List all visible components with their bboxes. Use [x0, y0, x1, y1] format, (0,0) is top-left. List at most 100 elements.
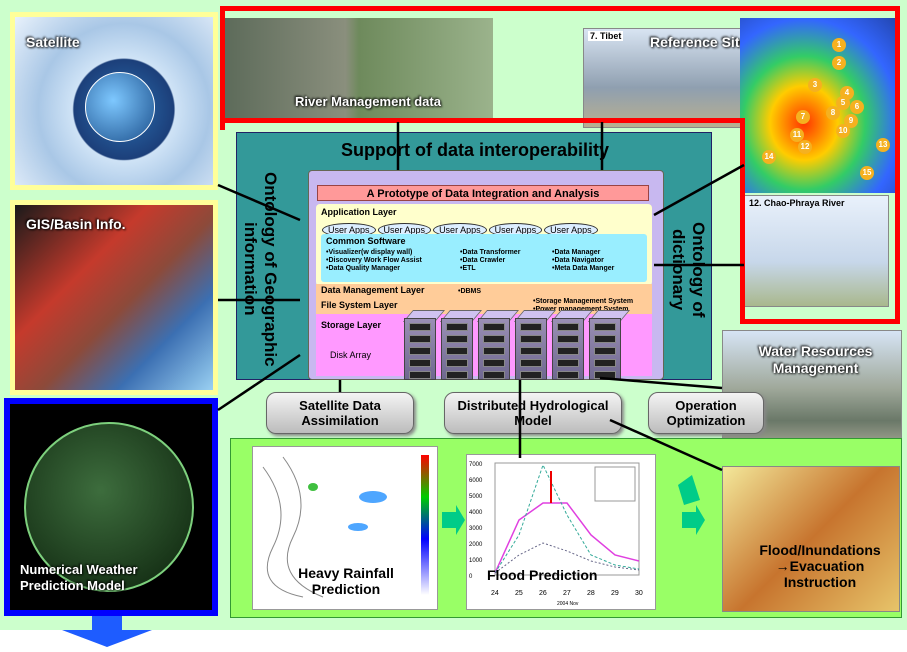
x-tick: 25: [515, 590, 523, 597]
satellite-image: [15, 17, 213, 185]
disk-unit-5: [589, 318, 621, 380]
hydrological-model-button[interactable]: Distributed Hydrological Model: [444, 392, 622, 434]
map-marker-13: 13: [876, 138, 890, 152]
software-col-3: •Data Manager•Data Navigator•Meta Data M…: [552, 249, 614, 273]
sw_col3-item-0: •Data Manager: [552, 249, 601, 256]
data-management-layer: [316, 284, 652, 298]
y-tick: 0: [469, 574, 473, 580]
map-marker-3: 3: [808, 78, 822, 92]
fs-items: •Storage Management System•Power managem…: [533, 298, 633, 314]
map-marker-12: 12: [798, 140, 812, 154]
software-col-1: •Visualizer(w display wall)•Discovery Wo…: [326, 249, 422, 273]
down-arrow-icon: [62, 616, 152, 647]
fs_items-item-1: •Power management System: [533, 306, 633, 314]
disk-unit-2: [478, 318, 510, 380]
tibet-photo: 7. Tibet: [583, 28, 743, 128]
common-software-box: [321, 234, 647, 282]
map-marker-7: 7: [796, 110, 810, 124]
x-tick: 30: [635, 590, 643, 597]
y-tick: 2000: [469, 542, 483, 548]
dm-layer-label: Data Management Layer: [321, 285, 425, 295]
prototype-title: A Prototype of Data Integration and Anal…: [317, 185, 649, 201]
gis-label: GIS/Basin Info.: [26, 216, 126, 232]
series-line: [494, 502, 640, 574]
sw_col2-item-2: •ETL: [460, 265, 476, 272]
x-caption: 2004 Nov: [557, 601, 579, 607]
nwp-panel: Numerical Weather Prediction Model: [4, 398, 218, 616]
rainfall-contours: [262, 455, 429, 598]
y-tick: 7000: [469, 462, 483, 468]
sw_col1-item-0: •Visualizer(w display wall): [326, 249, 413, 256]
flood-inund-label: Flood/Inundations →Evacuation Instructio…: [759, 542, 881, 590]
disk-unit-0: [404, 318, 436, 380]
map-marker-11: 11: [790, 128, 804, 142]
river-label: River Management data: [295, 94, 441, 109]
earth-globe: [85, 72, 155, 142]
support-title: Support of data interoperability: [340, 140, 609, 160]
user-apps-3[interactable]: User Apps: [488, 223, 543, 237]
sw_col1-item-2: •Data Quality Manager: [326, 265, 401, 272]
x-tick: 29: [611, 590, 619, 597]
nwp-label: Numerical Weather Prediction Model: [20, 562, 138, 593]
map-marker-9: 9: [844, 114, 858, 128]
dbms-label: •DBMS: [458, 288, 482, 295]
map-marker-6: 6: [850, 100, 864, 114]
map-marker-2: 2: [832, 56, 846, 70]
sw_col1-item-1: •Discovery Work Flow Assist: [326, 257, 422, 264]
software-col-2: •Data Transformer•Data Crawler•ETL: [460, 249, 520, 273]
plot-frame: [494, 462, 640, 576]
disk-unit-3: [515, 318, 547, 380]
map-marker-14: 14: [762, 150, 776, 164]
ontology-geographic: Ontology of Geographic information: [241, 171, 280, 367]
common-software-label: Common Software: [326, 236, 406, 246]
map-marker-1: 1: [832, 38, 846, 52]
map-marker-5: 5: [836, 96, 850, 110]
series-line: [494, 542, 640, 574]
application-layer-label: Application Layer: [321, 207, 397, 217]
fs-layer-label: File System Layer: [321, 300, 398, 310]
chao-label: 12. Chao-Phraya River: [749, 198, 845, 208]
y-tick: 3000: [469, 526, 483, 532]
operation-optimization-button[interactable]: Operation Optimization: [648, 392, 764, 434]
red-frame-left-inner: [740, 118, 745, 324]
map-marker-8: 8: [826, 106, 840, 120]
fs_items-item-0: •Storage Management System: [533, 298, 634, 305]
flood-map: Flood/Inundations →Evacuation Instructio…: [722, 466, 900, 612]
sw_col2-item-1: •Data Crawler: [460, 257, 506, 264]
gis-panel: GIS/Basin Info.: [10, 200, 218, 395]
sw_col3-item-2: •Meta Data Manger: [552, 265, 615, 272]
y-tick: 6000: [469, 478, 483, 484]
red-frame-top: [220, 6, 900, 130]
x-tick: 28: [587, 590, 595, 597]
y-tick: 4000: [469, 510, 483, 516]
storage-layer-label: Storage Layer: [321, 320, 382, 330]
x-tick: 24: [491, 590, 499, 597]
disk-unit-4: [552, 318, 584, 380]
map-marker-10: 10: [836, 124, 850, 138]
chart-legend-box: [594, 466, 636, 502]
tibet-label: 7. Tibet: [588, 31, 624, 41]
map-marker-15: 15: [860, 166, 874, 180]
heavy-rain-label: Heavy Rainfall Prediction: [298, 565, 394, 597]
sw_col3-item-1: •Data Navigator: [552, 257, 604, 264]
x-tick: 26: [539, 590, 547, 597]
heavy-rain-map: Heavy Rainfall Prediction: [252, 446, 438, 610]
red-frame-top-inner: [220, 118, 745, 130]
chao-photo: 12. Chao-Phraya River: [744, 195, 889, 307]
series-line: [494, 463, 640, 574]
flood-pred-label: Flood Prediction: [487, 567, 598, 583]
red-frame-right: [740, 118, 900, 324]
river-panel: River Management data: [225, 18, 493, 118]
x-tick: 27: [563, 590, 571, 597]
ontology-dictionary: Ontology of dictionary: [669, 222, 708, 318]
water-label: Water Resources Management: [758, 343, 873, 376]
gis-image: [15, 205, 213, 390]
satellite-panel: Satellite: [10, 12, 218, 190]
nwp-globe: [24, 422, 194, 592]
disk-array-label: Disk Array: [330, 350, 372, 360]
satellite-assimilation-button[interactable]: Satellite Data Assimilation: [266, 392, 414, 434]
